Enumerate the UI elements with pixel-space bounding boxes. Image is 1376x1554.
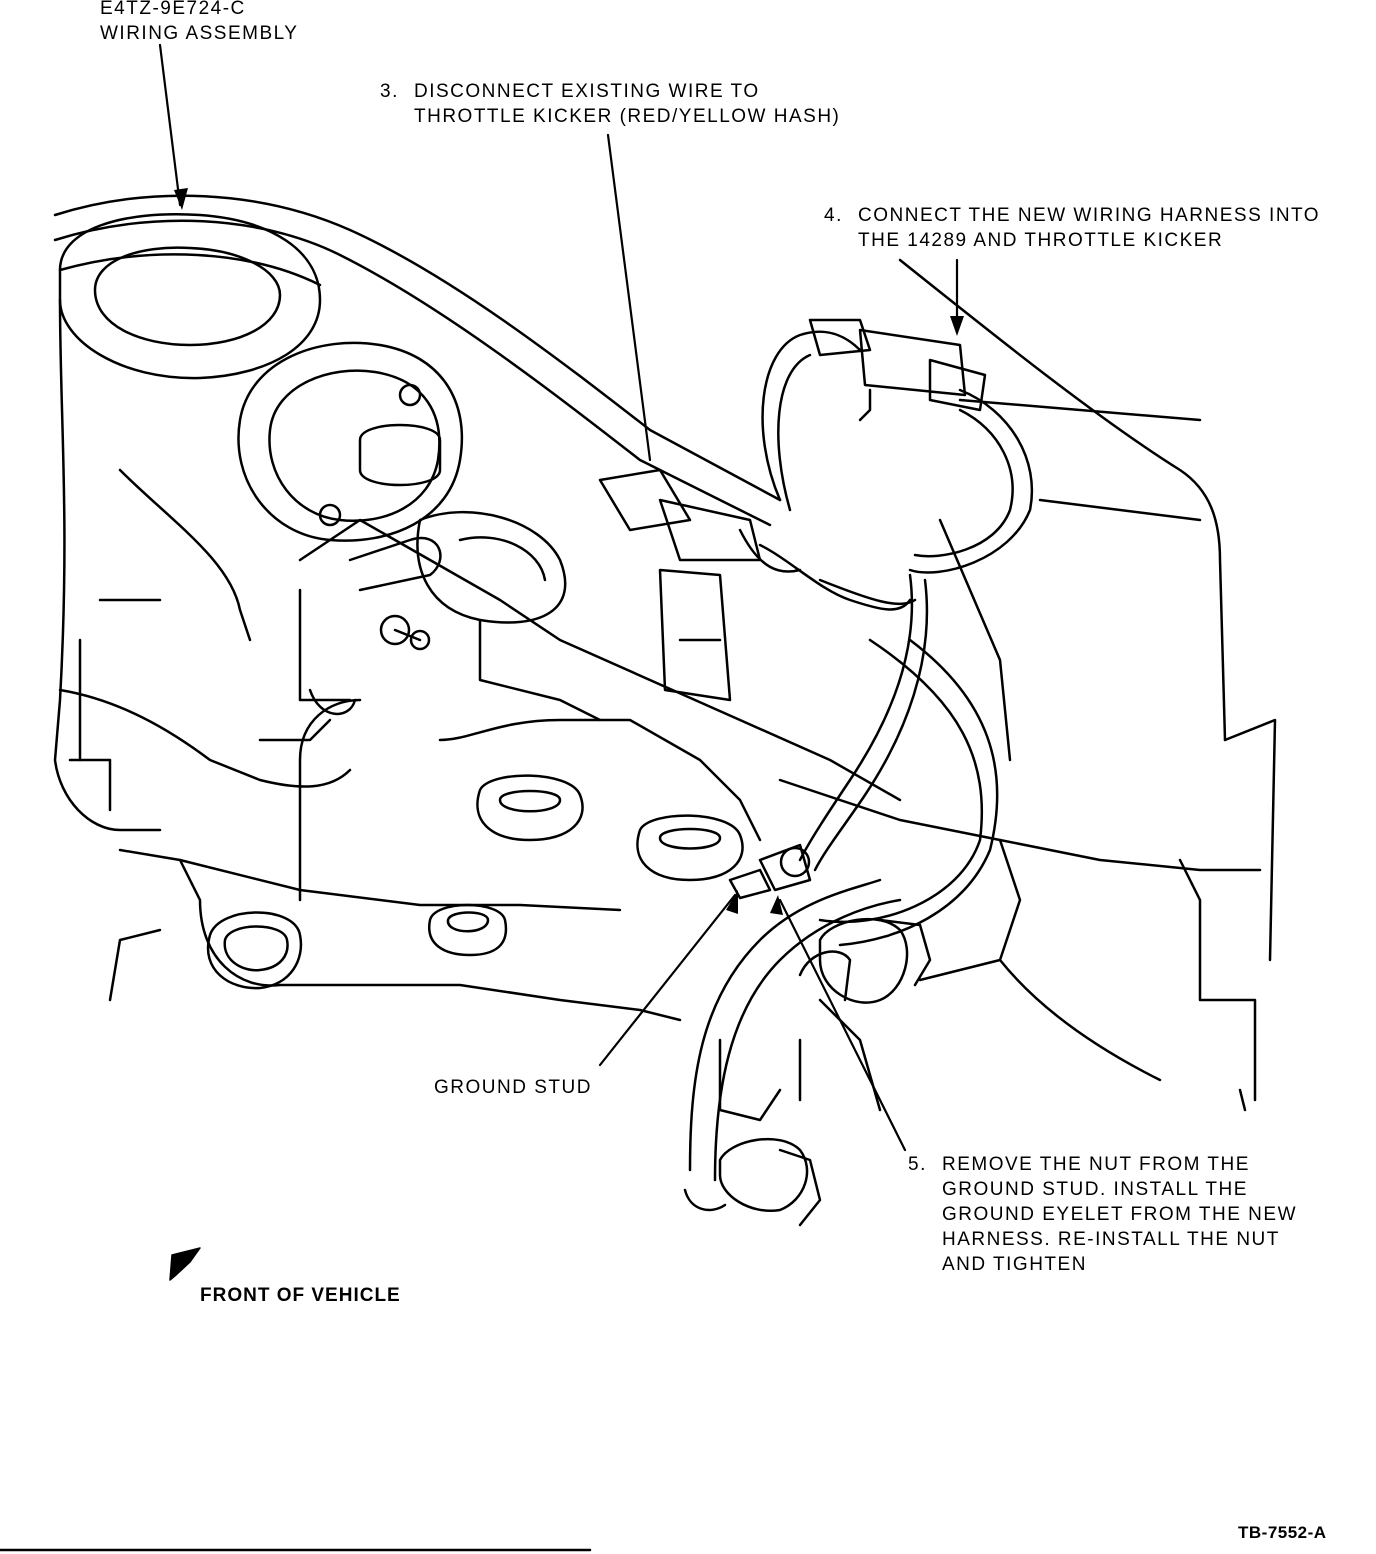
step-4-label: 4. CONNECT THE NEW WIRING HARNESS INTO TH… bbox=[824, 203, 1320, 253]
step-5-number: 5. bbox=[908, 1154, 927, 1175]
step-4-line-2: THE 14289 AND THROTTLE KICKER bbox=[858, 230, 1224, 251]
wiring-harness bbox=[53, 194, 999, 1182]
step-4-line-1: CONNECT THE NEW WIRING HARNESS INTO bbox=[858, 205, 1321, 226]
step-4-number: 4. bbox=[824, 205, 843, 226]
step-5-label: 5. REMOVE THE NUT FROM THE GROUND STUD. I… bbox=[908, 1152, 1297, 1277]
arrowheads bbox=[174, 188, 964, 915]
new-wiring-harness bbox=[598, 318, 1034, 872]
step-3-line-1: DISCONNECT EXISTING WIRE TO bbox=[414, 81, 760, 102]
step-5-line-4: HARNESS. RE-INSTALL THE NUT bbox=[942, 1229, 1280, 1250]
step-3-label: 3. DISCONNECT EXISTING WIRE TO THROTTLE K… bbox=[380, 79, 840, 129]
step-5-line-2: GROUND STUD. INSTALL THE bbox=[942, 1179, 1248, 1200]
ground-stud bbox=[728, 843, 812, 900]
step-5-line-3: GROUND EYELET FROM THE NEW bbox=[942, 1204, 1297, 1225]
wiring-assembly-label: E4TZ-9E724-C WIRING ASSEMBLY bbox=[100, 0, 298, 46]
part-number: E4TZ-9E724-C bbox=[100, 0, 246, 19]
engine-block bbox=[53, 258, 1277, 1122]
distributor-assembly bbox=[58, 213, 567, 716]
assembly-name: WIRING ASSEMBLY bbox=[100, 23, 299, 44]
front-of-vehicle-label: FRONT OF VEHICLE bbox=[200, 1285, 401, 1306]
figure-id: TB-7552-A bbox=[1238, 1523, 1327, 1542]
step-3-number: 3. bbox=[380, 81, 399, 102]
step-3-line-2: THROTTLE KICKER (RED/YELLOW HASH) bbox=[414, 106, 841, 127]
sensor-fittings bbox=[683, 917, 932, 1227]
step-5-line-1: REMOVE THE NUT FROM THE bbox=[942, 1154, 1250, 1175]
ground-stud-label: GROUND STUD bbox=[434, 1077, 592, 1098]
front-arrow-icon bbox=[169, 1247, 201, 1281]
step-5-line-5: AND TIGHTEN bbox=[942, 1254, 1087, 1275]
